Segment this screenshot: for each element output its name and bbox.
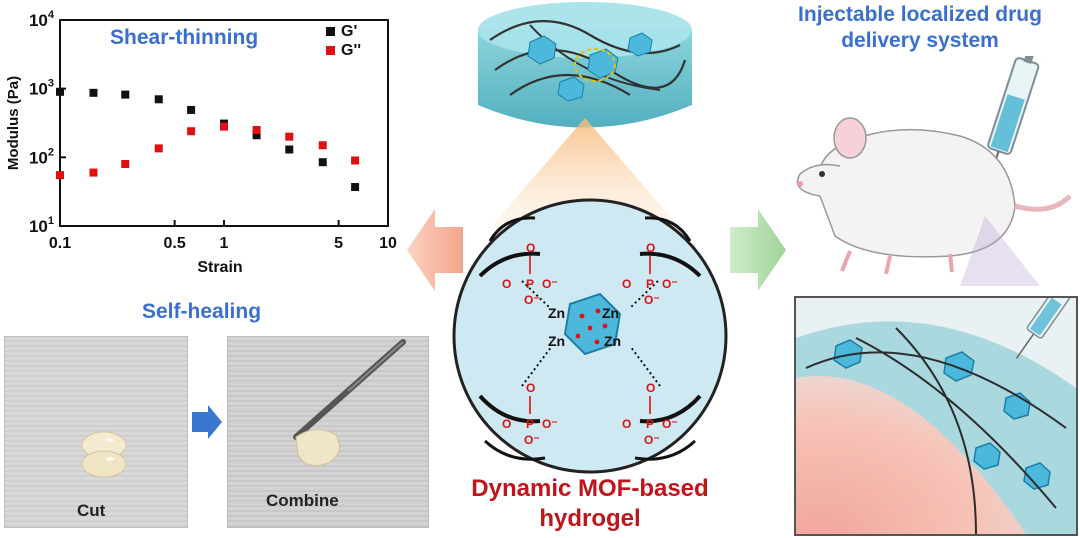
oxygen-anion-label: O⁻ (644, 433, 660, 447)
x-tick-label: 10 (379, 235, 397, 252)
combine-label: Combine (266, 491, 339, 510)
g-prime-point (121, 90, 130, 99)
legend-g-prime: G' (341, 23, 357, 40)
x-axis-label: Strain (197, 259, 242, 276)
y-tick-label: 102 (29, 146, 54, 167)
g-prime-point (318, 158, 327, 167)
g-double-prime-point (318, 141, 327, 150)
oxygen-label: O (622, 277, 631, 291)
g-prime-point (351, 182, 360, 191)
zinc-label: Zn (602, 305, 619, 321)
hydrogel-caption: Dynamic MOF-based hydrogel (458, 474, 722, 534)
g-double-prime-point (252, 126, 261, 135)
hydrogel-caption-line1: Dynamic MOF-based (471, 475, 709, 502)
cut-photo: Cut (4, 336, 188, 528)
oxygen-label: O (502, 417, 511, 431)
x-tick-label: 1 (220, 235, 229, 252)
oxygen-label: O (526, 241, 535, 255)
x-tick-label: 5 (334, 235, 343, 252)
y-axis-label: Modulus (Pa) (5, 76, 22, 170)
zinc-label: Zn (548, 333, 565, 349)
g-prime-point (252, 131, 261, 140)
g-prime-point (187, 105, 196, 114)
y-tick-label: 103 (29, 78, 54, 99)
x-tick-label: 0.5 (164, 235, 186, 252)
oxygen-anion-label: O⁻ (662, 417, 678, 431)
arrow-right-icon (192, 405, 222, 439)
y-tick-label: 101 (29, 215, 54, 236)
g-double-prime-point (187, 127, 196, 136)
g-double-prime-point (56, 171, 64, 180)
g-double-prime-point (220, 122, 228, 131)
zoom-cone (490, 118, 680, 228)
g-double-prime-point (121, 159, 130, 168)
hydrogel-pieces-image (81, 431, 127, 478)
phosphorus-label: P (646, 277, 654, 291)
oxygen-anion-label: O⁻ (644, 293, 660, 307)
x-tick-label: 0.1 (49, 235, 71, 252)
hydrogel-caption-line2: hydrogel (539, 505, 641, 532)
g-double-prime-point (89, 168, 98, 177)
rat-injection-image (796, 56, 1072, 286)
phosphorus-label: P (526, 417, 534, 431)
oxygen-label: O (622, 417, 631, 431)
legend-g-double-prime: G'' (341, 42, 361, 59)
chart-title: Shear-thinning (110, 26, 259, 49)
oxygen-label: O (502, 277, 511, 291)
g-double-prime-point (351, 156, 360, 165)
g-double-prime-point (285, 132, 294, 141)
oxygen-anion-label: O⁻ (524, 433, 540, 447)
injectable-caption-line2: delivery system (841, 29, 999, 52)
injectable-caption-line1: Injectable localized drug (798, 3, 1042, 26)
g-prime-point (89, 88, 98, 97)
arrow-left-icon (407, 209, 463, 291)
hydrogel-disk-image (478, 2, 692, 128)
tumor-tissue-image (796, 298, 1076, 534)
zinc-label: Zn (604, 333, 621, 349)
oxygen-label: O (646, 241, 655, 255)
zinc-label: Zn (548, 305, 565, 321)
oxygen-anion-label: O⁻ (662, 277, 678, 291)
oxygen-label: O (646, 381, 655, 395)
oxygen-anion-label: O⁻ (542, 277, 558, 291)
cut-label: Cut (77, 501, 106, 520)
g-prime-point (56, 87, 64, 96)
legend-g-prime-marker (326, 27, 335, 36)
self-healing-title: Self-healing (142, 300, 262, 323)
tumor-delivery-panel (794, 296, 1078, 536)
phosphorus-label: P (646, 417, 654, 431)
legend-g-double-prime-marker (326, 46, 335, 55)
injectable-caption: Injectable localized drug delivery syste… (770, 2, 1070, 54)
g-double-prime-point (154, 144, 163, 153)
spatula-hydrogel-image (293, 339, 406, 467)
g-prime-point (154, 95, 163, 104)
oxygen-anion-label: O⁻ (524, 293, 540, 307)
g-prime-point (285, 145, 294, 154)
oxygen-label: O (526, 381, 535, 395)
oxygen-anion-label: O⁻ (542, 417, 558, 431)
arrow-right-green-icon (730, 209, 786, 291)
y-tick-label: 104 (29, 9, 55, 30)
combine-photo: Combine (227, 336, 429, 528)
phosphorus-label: P (526, 277, 534, 291)
